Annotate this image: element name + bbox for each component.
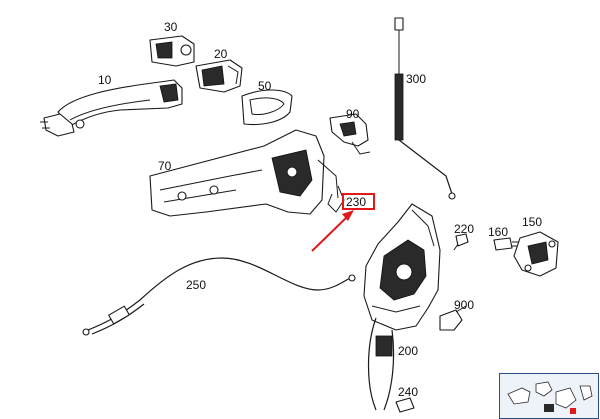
thumbnail-preview	[507, 381, 593, 414]
highlight-box-230	[342, 193, 375, 210]
overview-thumbnail[interactable]	[499, 373, 599, 419]
callout-160: 160	[488, 225, 508, 239]
callout-20: 20	[214, 47, 228, 61]
part-90-bracket[interactable]	[329, 113, 371, 155]
callout-250: 250	[186, 278, 206, 292]
part-220-screw[interactable]	[453, 233, 469, 251]
callout-220: 220	[454, 222, 474, 236]
part-10-outer-handle[interactable]	[40, 79, 183, 137]
callout-200: 200	[398, 344, 418, 358]
callout-10: 10	[98, 73, 112, 87]
part-30-cylinder-cap[interactable]	[149, 35, 195, 67]
part-20-lock-barrel[interactable]	[195, 59, 243, 93]
callout-230: 230	[346, 195, 366, 209]
part-70-handle-carrier[interactable]	[149, 129, 339, 217]
part-250-bowden-cable[interactable]	[82, 257, 356, 336]
callout-150: 150	[522, 215, 542, 229]
callout-300: 300	[406, 72, 426, 86]
callout-30: 30	[164, 20, 178, 34]
part-50-handle-gasket[interactable]	[241, 89, 293, 126]
part-230-clip[interactable]	[327, 185, 345, 213]
part-300-rod-linkage[interactable]	[394, 17, 456, 200]
callout-900: 900	[454, 298, 474, 312]
callout-90: 90	[346, 107, 360, 121]
callout-50: 50	[258, 79, 272, 93]
part-150-striker[interactable]	[513, 231, 559, 277]
callout-240: 240	[398, 385, 418, 399]
callout-70: 70	[158, 159, 172, 173]
highlight-arrow	[311, 210, 354, 252]
part-240-clip[interactable]	[395, 397, 415, 413]
part-900-connector[interactable]	[439, 305, 467, 331]
part-200-door-lock[interactable]	[363, 203, 441, 411]
